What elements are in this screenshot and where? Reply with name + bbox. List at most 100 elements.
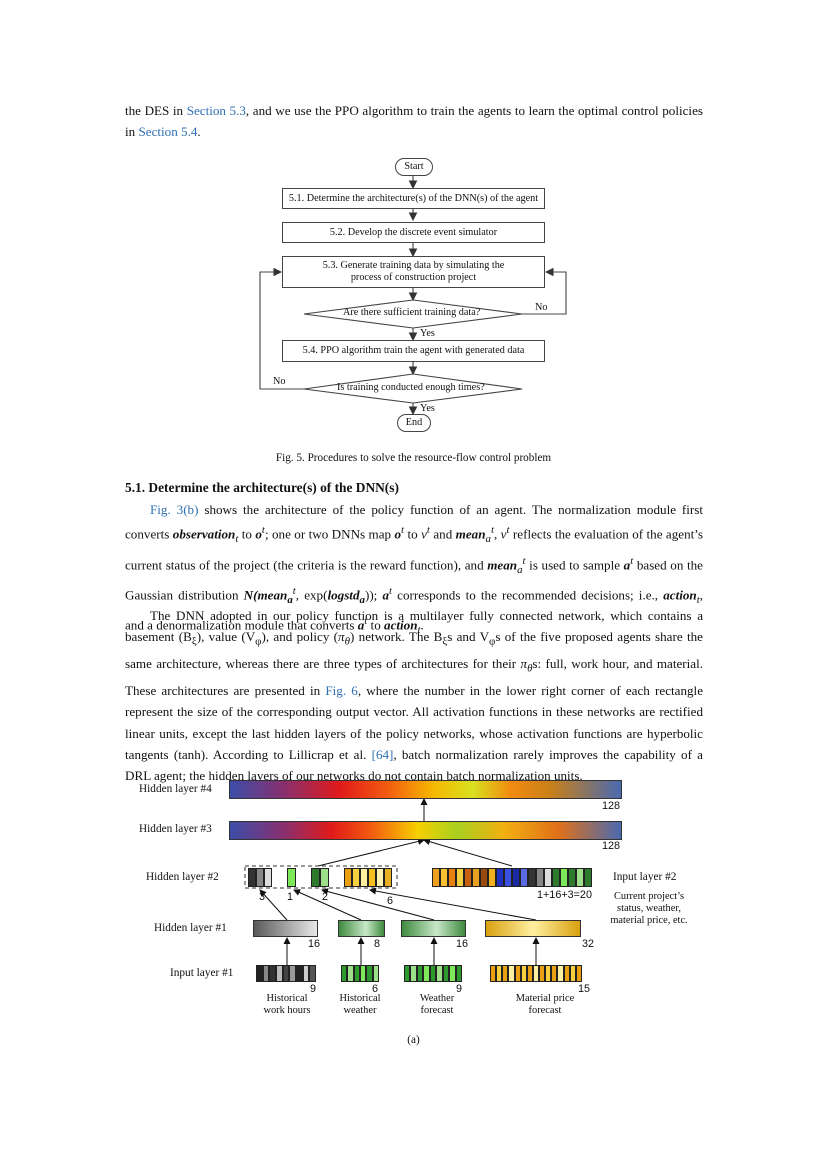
input-layer-1-cell xyxy=(404,965,411,982)
input-layer-1-cell xyxy=(269,965,276,982)
hidden-layer-1-bar-work-hours xyxy=(253,920,318,937)
section-paragraph-1: Fig. 3(b) shows the architecture of the … xyxy=(125,502,704,637)
intro-text: , and we use the PPO algorithm to train … xyxy=(125,103,703,140)
decision-2-text: Is training conducted enough times? xyxy=(337,382,485,393)
input-layer-1-cell xyxy=(539,965,546,982)
input-layer-1-cell xyxy=(296,965,303,982)
hidden-layer-2-cell xyxy=(264,868,272,887)
input-layer-1-cell xyxy=(449,965,456,982)
hidden-layer-2-cell xyxy=(376,868,384,887)
input-layer-1-cell xyxy=(341,965,348,982)
input-layer-1-size-d: 15 xyxy=(578,983,591,995)
hidden-layer-3-size: 128 xyxy=(602,840,621,852)
section-5-3-link[interactable]: Section 5.3 xyxy=(186,103,246,118)
flowchart-start: Start xyxy=(395,158,433,176)
hidden-layer-1-bar-forecast xyxy=(401,920,466,937)
input-layer-1-cell xyxy=(302,965,310,982)
hidden-layer-2-size-c: 2 xyxy=(322,891,329,903)
input-label-forecast: Weather forecast xyxy=(419,993,455,1016)
input-layer-1-cell xyxy=(455,965,462,982)
input-layer-2-cell xyxy=(520,868,528,887)
input-layer-1-cell xyxy=(309,965,316,982)
hidden-layer-2-cell xyxy=(287,868,296,887)
input-layer-1-cell xyxy=(551,965,558,982)
input-layer-2-cell xyxy=(536,868,544,887)
hidden-layer-1-bar-material xyxy=(485,920,581,937)
input-layer-1-cell xyxy=(276,965,283,982)
input-layer-1-cell xyxy=(563,965,570,982)
input-layer-2-size: 1+16+3=20 xyxy=(537,889,592,901)
input-layer-1-size-b: 6 xyxy=(372,983,379,995)
input-layer-1-cell xyxy=(410,965,417,982)
hidden-layer-2-group xyxy=(244,865,398,889)
yes-label-2: Yes xyxy=(420,403,435,414)
input-layer-1-cell xyxy=(262,965,270,982)
input-layer-2-cell xyxy=(560,868,568,887)
input-layer-2-cell xyxy=(504,868,512,887)
yes-label-1: Yes xyxy=(420,328,435,339)
input-layer-2-cell xyxy=(456,868,464,887)
hidden-layer-4-bar xyxy=(229,780,622,799)
no-label-1: No xyxy=(535,302,548,313)
hidden-layer-2-cell xyxy=(256,868,264,887)
input-layer-1-cell xyxy=(289,965,296,982)
ref-64-link[interactable]: [64] xyxy=(371,747,394,762)
input-layer-2-cell xyxy=(576,868,584,887)
hidden-layer-2-cell xyxy=(384,868,392,887)
input-layer-1-cell xyxy=(429,965,437,982)
input-layer-2-cell xyxy=(432,868,440,887)
intro-text: the DES in xyxy=(125,103,187,118)
fig-3b-link[interactable]: Fig. 3(b) xyxy=(150,502,199,517)
fig-6-link[interactable]: Fig. 6 xyxy=(325,683,358,699)
input-layer-2-cell xyxy=(472,868,480,887)
hidden-layer-2-cell xyxy=(368,868,376,887)
input-label-work-hours: Historical work hours xyxy=(263,993,311,1016)
hidden-layer-2-cell xyxy=(344,868,352,887)
section-paragraph-2: The DNN adopted in our policy function i… xyxy=(125,608,704,784)
hidden-layer-1-label: Hidden layer #1 xyxy=(154,922,227,934)
hidden-layer-2-cell xyxy=(311,868,320,887)
hidden-layer-3-bar xyxy=(229,821,622,840)
input-layer-2-label: Input layer #2 xyxy=(613,871,677,883)
input-layer-1-cell xyxy=(436,965,443,982)
input-label-weather: Historical weather xyxy=(339,993,381,1016)
hidden-layer-1-size-b: 8 xyxy=(374,938,381,950)
input-layer-1-cell xyxy=(490,965,497,982)
input-layer-1-cell xyxy=(508,965,515,982)
input-layer-2-cell xyxy=(464,868,472,887)
input-layer-1-cell xyxy=(496,965,503,982)
input-layer-1-cell xyxy=(416,965,424,982)
input-layer-1-cell xyxy=(347,965,354,982)
hidden-layer-1-size-c: 16 xyxy=(456,938,469,950)
input-layer-1-cell xyxy=(366,965,373,982)
input-layer-1-cell xyxy=(520,965,527,982)
input-layer-2-cell xyxy=(480,868,488,887)
input-layer-1-cell xyxy=(502,965,509,982)
hidden-layer-1-size-d: 32 xyxy=(582,938,595,950)
input-layer-1-cell xyxy=(282,965,290,982)
flowchart-end: End xyxy=(397,414,431,432)
intro-paragraph: the DES in Section 5.3, and we use the P… xyxy=(125,100,703,143)
input-layer-1-cell xyxy=(532,965,540,982)
hidden-layer-4-label: Hidden layer #4 xyxy=(139,783,212,795)
input-layer-1-size-a: 9 xyxy=(310,983,317,995)
hidden-layer-3-label: Hidden layer #3 xyxy=(139,823,212,835)
section-5-4-link[interactable]: Section 5.4 xyxy=(138,124,198,140)
input-layer-1-cell xyxy=(256,965,263,982)
decision-1-text: Are there sufficient training data? xyxy=(343,307,481,318)
input-layer-1-cell xyxy=(557,965,564,982)
input-layer-2-cell xyxy=(584,868,592,887)
input-layer-2-cell xyxy=(440,868,448,887)
hidden-layer-2-cell xyxy=(248,868,256,887)
input-layer-1-cell xyxy=(360,965,367,982)
figure-5-caption: Fig. 5. Procedures to solve the resource… xyxy=(275,452,552,464)
input-label-material: Material price forecast xyxy=(515,993,575,1016)
section-heading: 5.1. Determine the architecture(s) of th… xyxy=(125,480,399,495)
input-layer-2-cell xyxy=(488,868,496,887)
hidden-layer-2-size-d: 6 xyxy=(387,895,394,907)
hidden-layer-2-size-a: 3 xyxy=(259,891,266,903)
input-layer-1-cell xyxy=(353,965,360,982)
intro-text: . xyxy=(197,124,201,140)
input-layer-2-description: Current project’s status, weather, mater… xyxy=(610,891,688,926)
